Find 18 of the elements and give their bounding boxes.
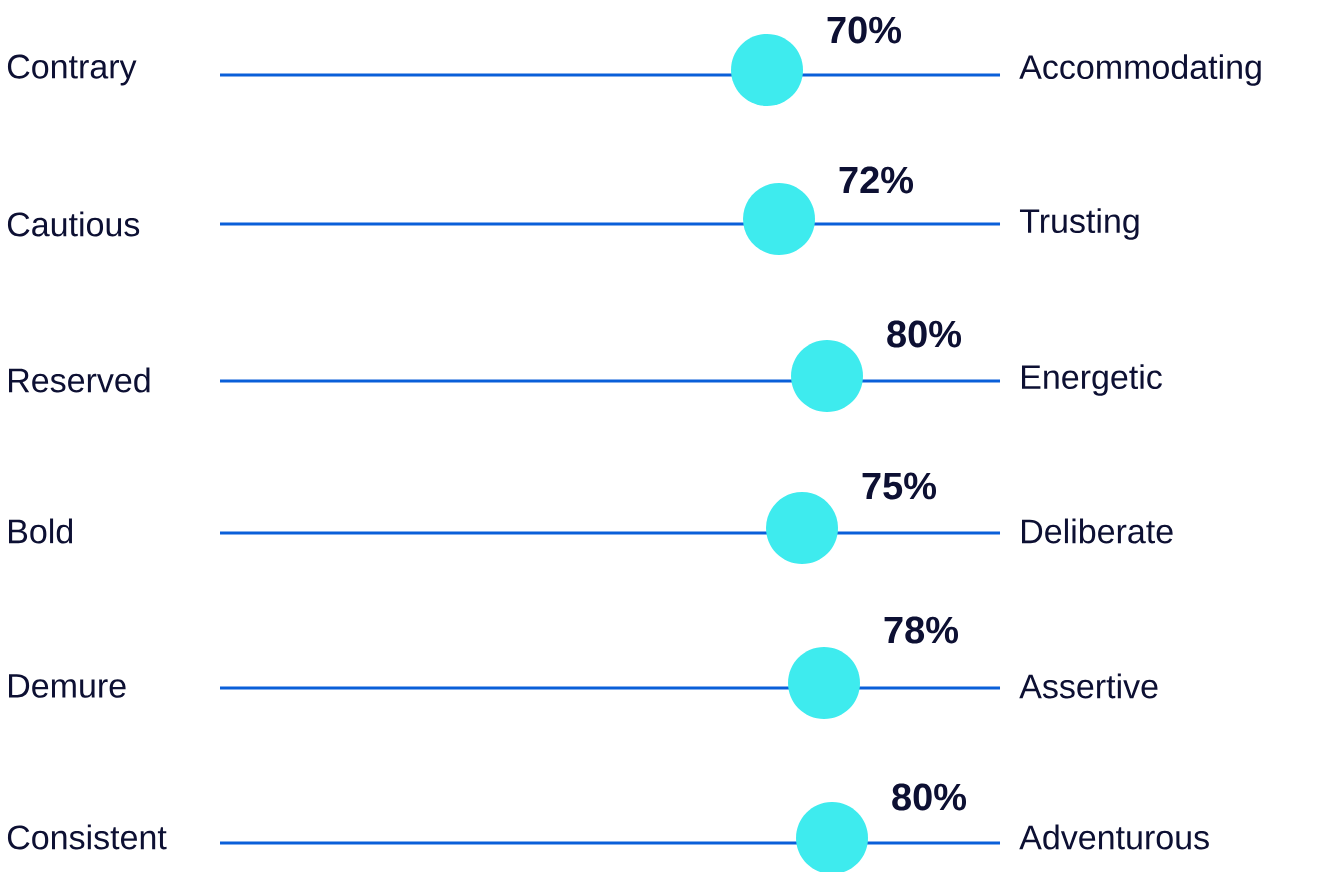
value-label: 80% bbox=[892, 783, 967, 811]
value-label: 75% bbox=[862, 472, 937, 500]
scale-label: Assertive bbox=[1019, 673, 1158, 699]
scale-label: Consistent bbox=[7, 824, 167, 850]
value-label: 72% bbox=[839, 166, 914, 194]
scale-label: Energetic bbox=[1022, 364, 1162, 396]
scale-label: Trusting bbox=[1020, 208, 1139, 240]
scale-label: Reserved bbox=[9, 367, 150, 393]
scale-label: Contrary bbox=[7, 54, 137, 86]
scale-label: Deliberate bbox=[1022, 518, 1173, 544]
scale-label: Accommodating bbox=[1019, 54, 1261, 86]
scale-label: Adventurous bbox=[1019, 824, 1209, 850]
scale-label: Bold bbox=[9, 518, 73, 544]
scale-label: Demure bbox=[9, 674, 126, 698]
value-label: 78% bbox=[884, 616, 959, 644]
value-label: 70% bbox=[827, 16, 902, 44]
value-label: 80% bbox=[887, 320, 962, 348]
scale-label: Cautious bbox=[7, 211, 140, 237]
